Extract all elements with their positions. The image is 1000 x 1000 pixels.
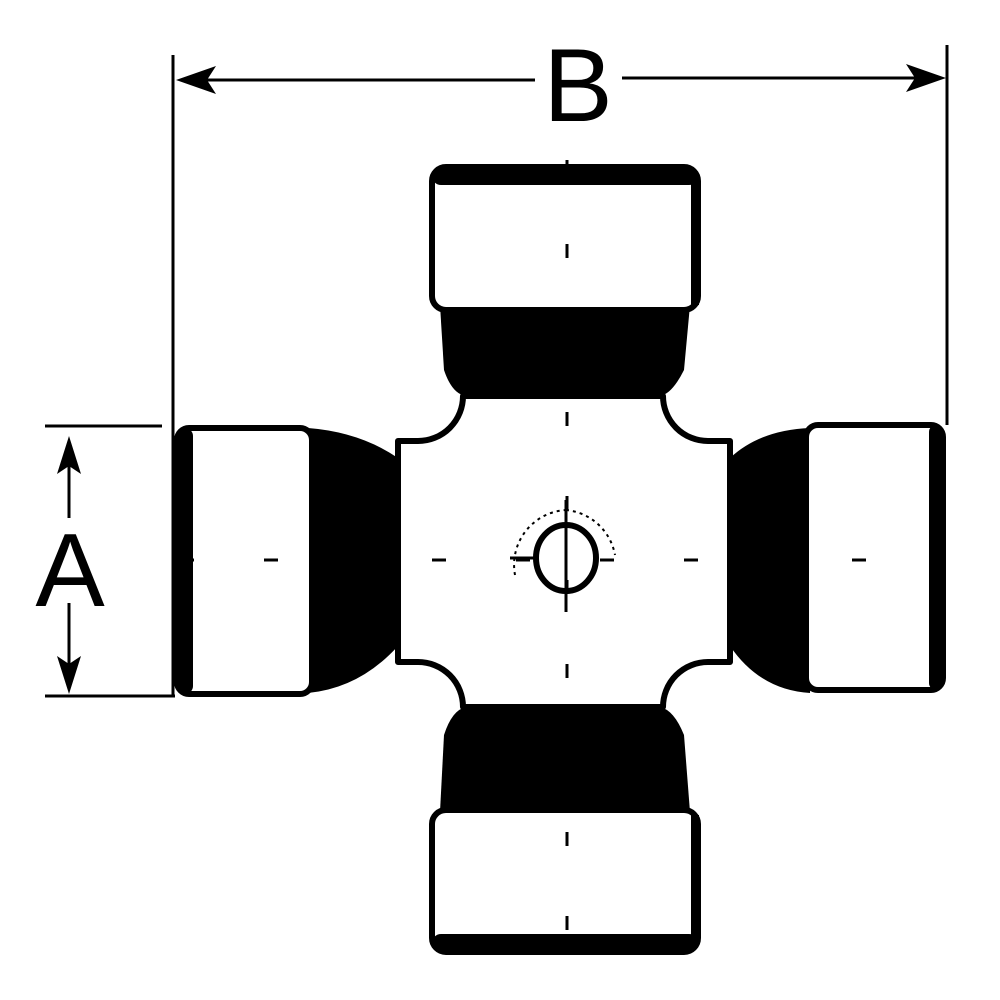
grease-fitting-arc-right [565, 509, 616, 556]
right-bearing-cap [803, 422, 946, 693]
dimension-b-arrow-right [906, 64, 946, 92]
left-trunnion [174, 425, 398, 697]
dimension-a: A [35, 424, 175, 698]
bottom-bearing-cap [429, 807, 701, 955]
right-trunnion [730, 422, 946, 693]
dimension-a-label: A [35, 513, 105, 629]
right-cap-rim [929, 425, 943, 690]
top-seal-band [440, 297, 690, 396]
left-bearing-cap [174, 425, 315, 697]
dimension-b-label: B [543, 28, 612, 144]
dimension-a-arrow-top [57, 436, 81, 474]
cross-body [395, 393, 733, 710]
grease-fitting-symbol [510, 500, 616, 612]
top-bearing-cap [429, 164, 701, 313]
dimension-a-arrow-bottom [57, 656, 81, 694]
bottom-seal-band [440, 707, 690, 819]
dimension-b-arrow-left [176, 66, 216, 94]
bottom-trunnion [429, 707, 701, 955]
bottom-cap-rim [432, 934, 698, 952]
dimension-b: B [171, 28, 949, 695]
top-cap-rim [432, 167, 698, 185]
top-trunnion [429, 164, 701, 396]
